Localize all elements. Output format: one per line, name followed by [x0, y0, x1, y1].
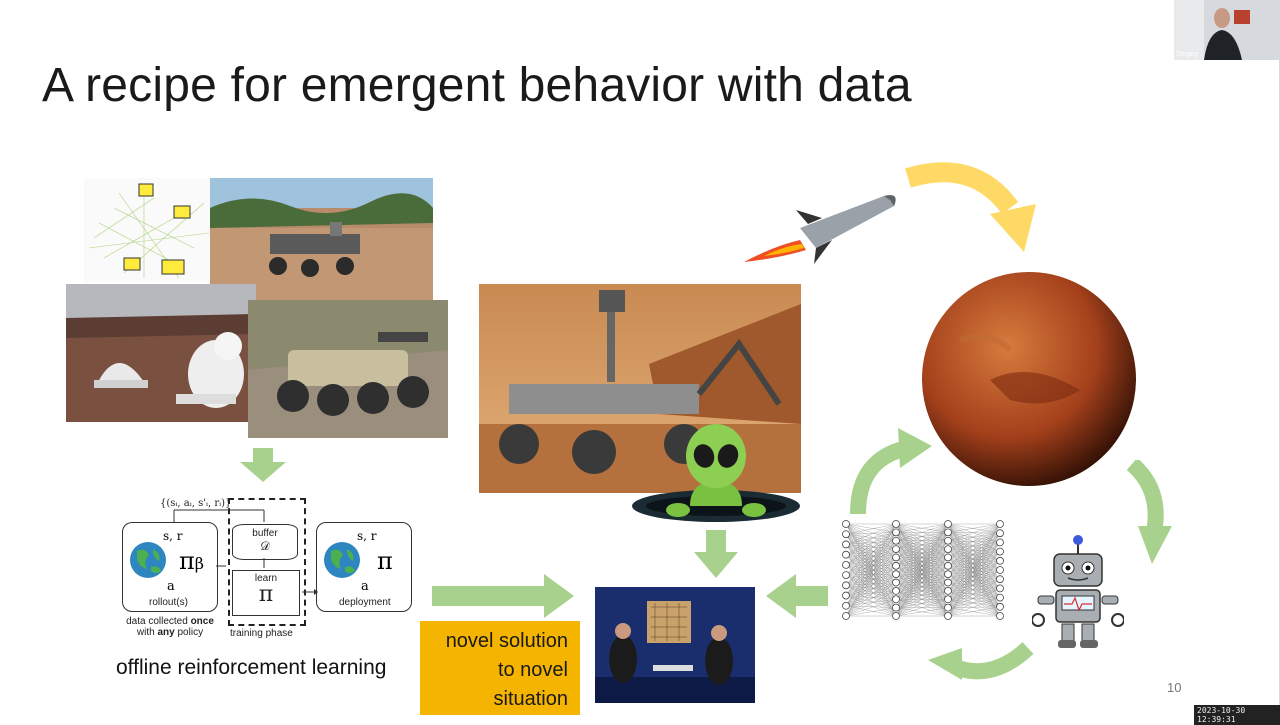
network-node [944, 553, 952, 562]
curved-arrow-green-down [1126, 460, 1172, 564]
action-label: a [167, 579, 175, 594]
down-arrow-center [694, 530, 738, 578]
network-node [892, 536, 900, 545]
presenter-webcam: Sergey [1174, 0, 1280, 60]
network-node [892, 570, 900, 579]
robot-icon [1032, 535, 1124, 648]
rollout-box: s, r πβ a rollout(s) [122, 522, 218, 612]
neural-network-diagram [842, 520, 1004, 620]
network-node [944, 578, 952, 587]
network-node [996, 593, 1004, 602]
deployment-box: s, r π a deployment [316, 522, 412, 612]
network-node [892, 595, 900, 604]
diagram-connectors [173, 509, 318, 595]
network-node [944, 603, 952, 612]
network-node [892, 545, 900, 553]
network-node [944, 570, 952, 579]
slide-title: A recipe for emergent behavior with data [42, 59, 912, 112]
rocket-icon [744, 195, 896, 264]
novel-solution-callout: novel solution to novel situation [420, 621, 580, 715]
network-node [996, 547, 1004, 556]
network-node [996, 584, 1004, 593]
mars-rover-image [479, 284, 801, 493]
network-node [892, 520, 900, 528]
network-node [892, 612, 900, 620]
rover-desert-image [210, 178, 433, 300]
network-node [996, 612, 1004, 620]
mars-planet [922, 272, 1136, 486]
network-node [842, 530, 850, 539]
network-node [944, 612, 952, 620]
network-node [996, 529, 1004, 538]
network-node [842, 520, 850, 528]
earth-icon [130, 542, 166, 578]
network-node [892, 528, 900, 537]
network-node [892, 561, 900, 570]
curved-arrow-yellow [905, 162, 1036, 252]
presenter-video-frame [1174, 0, 1280, 60]
military-robot-image [248, 300, 448, 438]
network-node [996, 566, 1004, 574]
network-graph-image [84, 178, 216, 282]
network-node [842, 601, 850, 610]
behavior-policy-symbol: πβ [179, 547, 205, 575]
network-node [892, 553, 900, 562]
earth-icon [324, 542, 360, 578]
network-node [944, 536, 952, 545]
curved-arrow-green-left [928, 642, 1034, 680]
network-node [892, 603, 900, 612]
training-phase-box [228, 498, 306, 626]
network-node [996, 602, 1004, 611]
action-label: a [361, 579, 369, 594]
network-node [996, 575, 1004, 584]
network-node [842, 591, 850, 600]
network-connections [845, 523, 1001, 617]
network-node [944, 528, 952, 537]
alien-illustration [632, 424, 800, 522]
network-node [842, 581, 850, 590]
page-number: 10 [1167, 680, 1182, 695]
network-node [944, 595, 952, 604]
network-node [842, 540, 850, 549]
recording-timestamp: 2023-10-30 12:39:31 [1194, 705, 1280, 725]
deployment-label: deployment [339, 597, 391, 608]
mars-habitat-image [66, 284, 256, 422]
offline-rl-caption: offline reinforcement learning [116, 656, 387, 679]
state-reward-label: s, r [357, 529, 377, 543]
network-node [842, 571, 850, 580]
network-node [842, 560, 850, 569]
network-node [944, 545, 952, 553]
buffer-cylinder: buffer 𝒟 [232, 524, 298, 560]
curved-arrow-green-up [850, 428, 932, 515]
rollout-label: rollout(s) [149, 597, 188, 608]
go-match-image [595, 587, 755, 703]
network-node [892, 578, 900, 587]
training-phase-label: training phase [230, 628, 293, 639]
network-node [996, 538, 1004, 547]
webcam-name: Sergey [1176, 51, 1199, 58]
offline-rl-diagram: {(sᵢ, aᵢ, s'ᵢ, rᵢ)} s, r πβ a rollout(s)… [118, 496, 418, 646]
data-note: data collected once with any policy [126, 616, 214, 638]
down-arrow-left [240, 448, 286, 482]
right-arrow-center [432, 574, 574, 618]
network-node [996, 520, 1004, 528]
state-reward-label: s, r [163, 529, 183, 543]
network-node [842, 550, 850, 559]
network-node [944, 520, 952, 528]
network-node [944, 587, 952, 595]
network-node [944, 561, 952, 570]
network-node [892, 587, 900, 595]
policy-symbol: π [377, 547, 393, 575]
network-node [842, 612, 850, 620]
network-node [996, 556, 1004, 565]
left-arrow-right-side [766, 574, 828, 618]
learn-box: learn π [232, 570, 300, 616]
dataset-tuple: {(sᵢ, aᵢ, s'ᵢ, rᵢ)} [160, 498, 232, 509]
